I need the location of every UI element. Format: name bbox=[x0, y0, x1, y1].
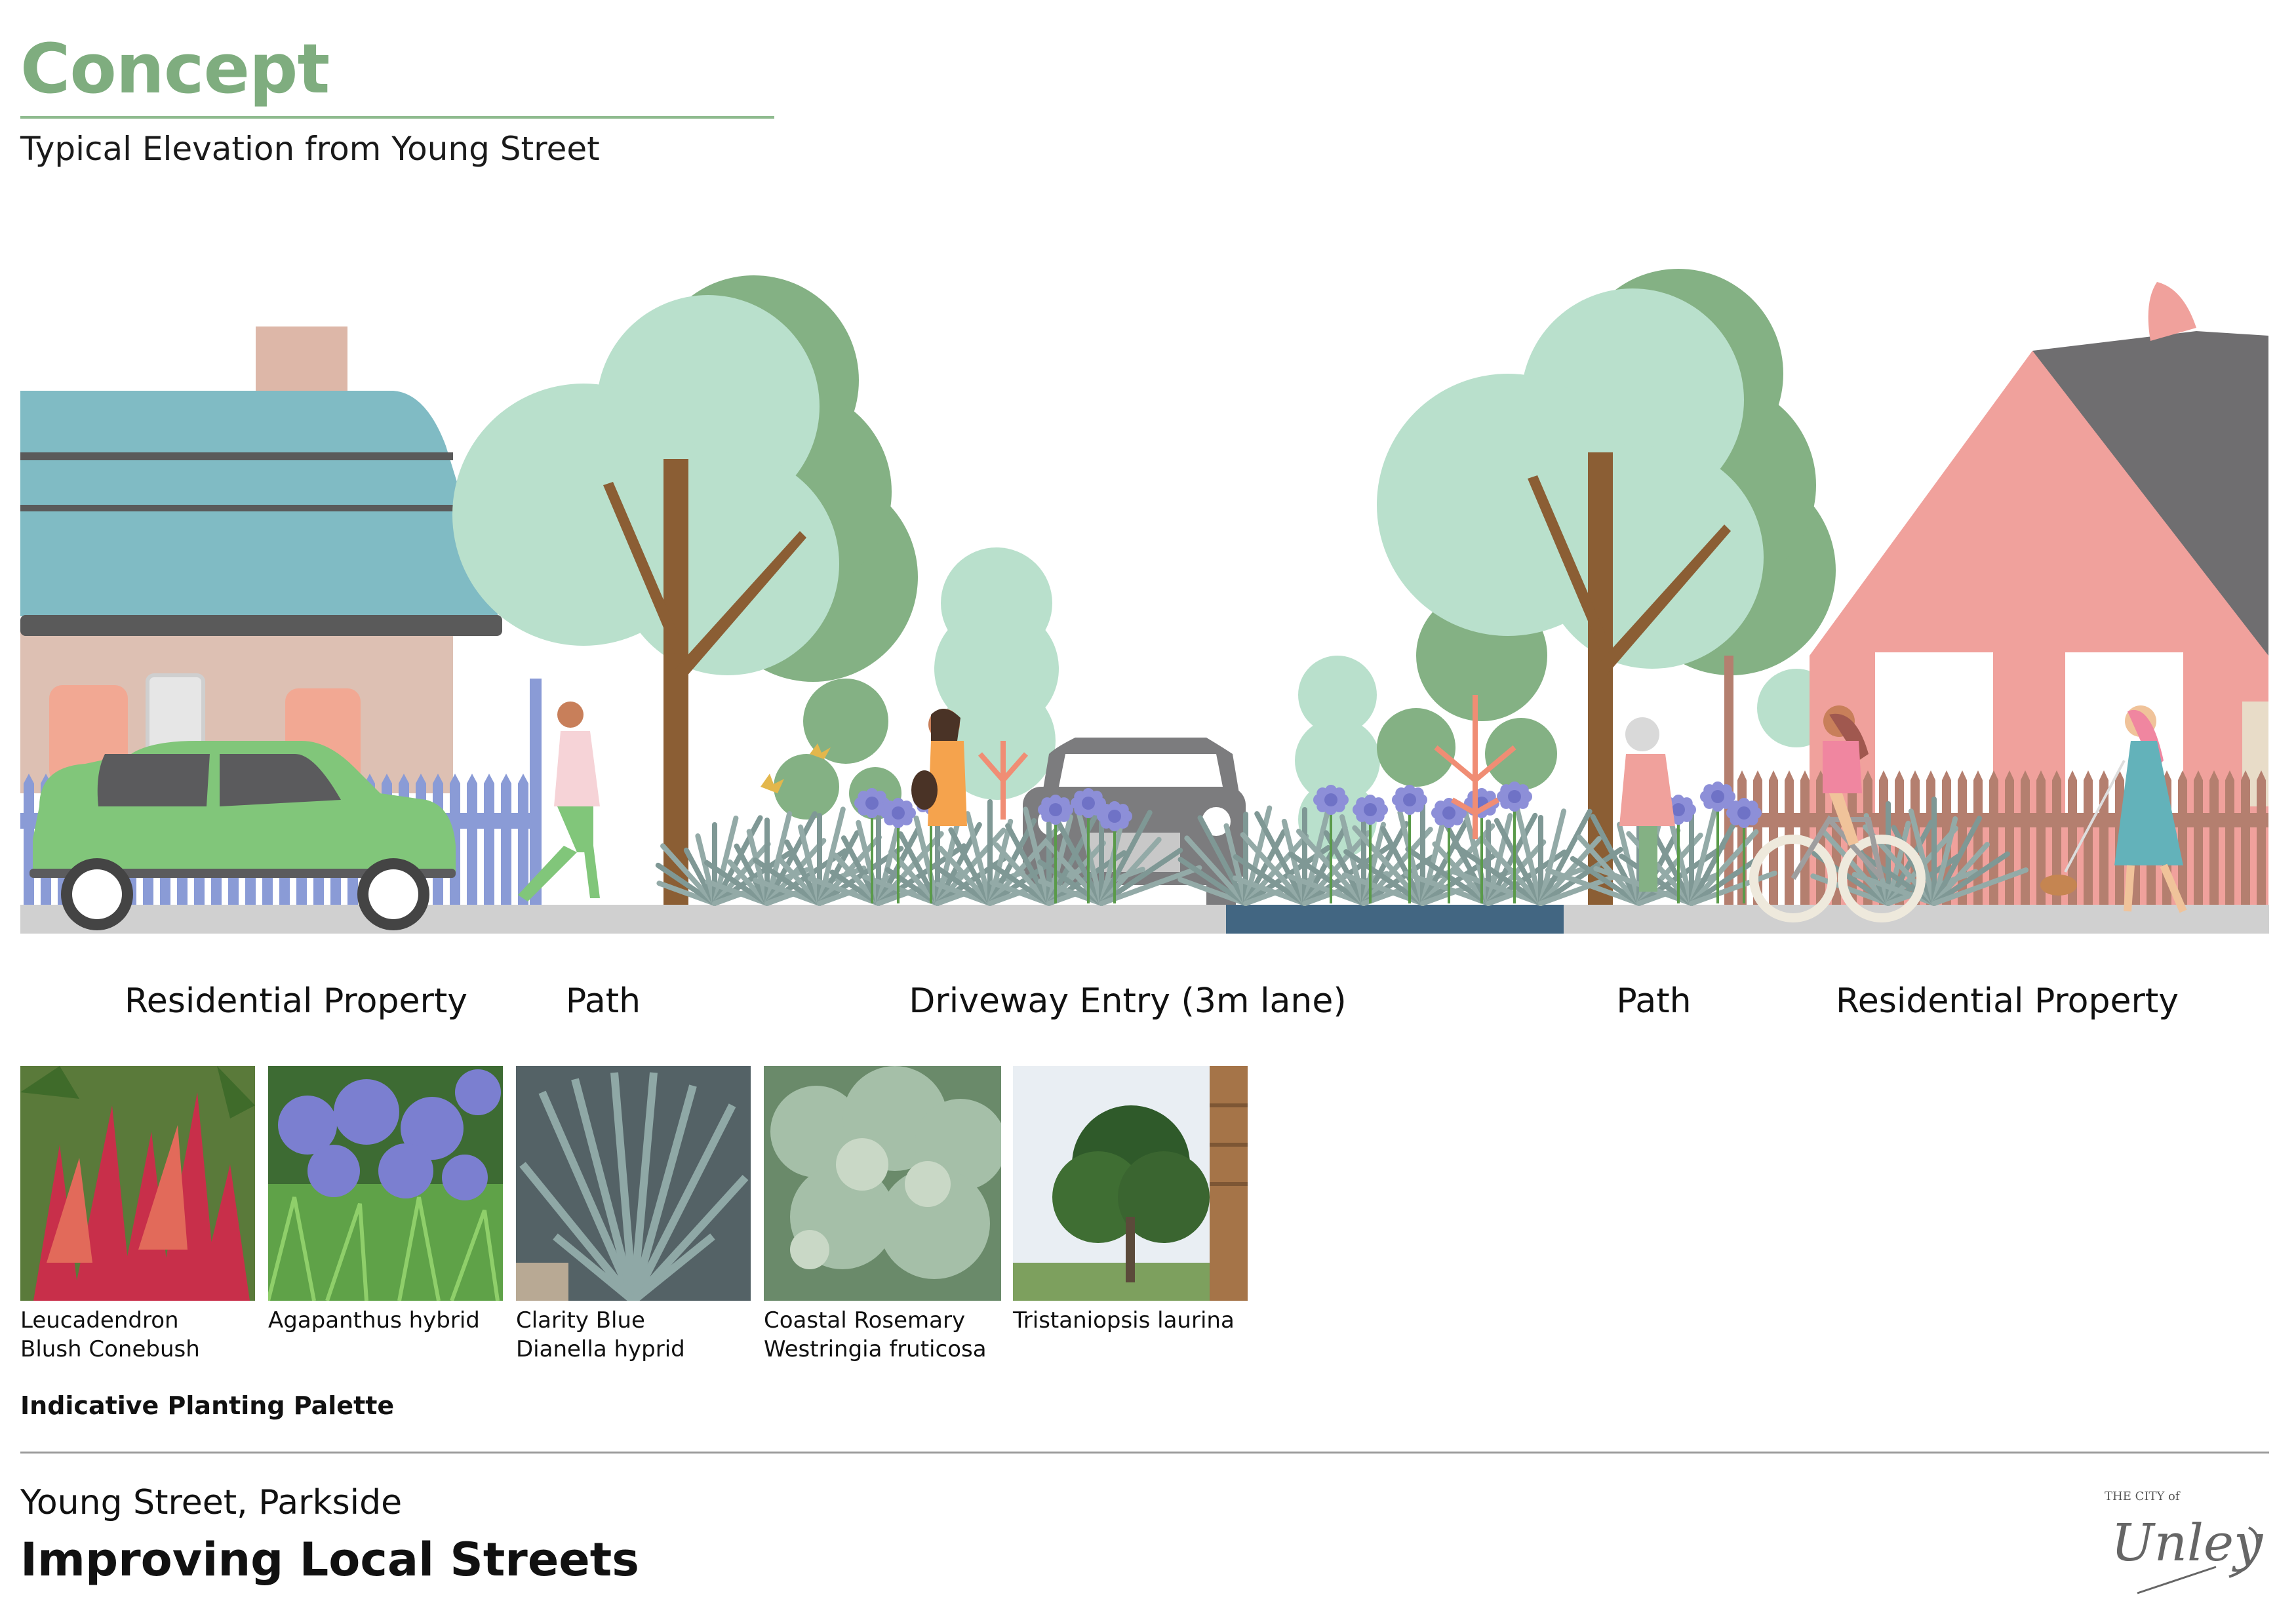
elderly-woman bbox=[1619, 717, 1675, 892]
caption-line: Leucadendron bbox=[20, 1307, 179, 1334]
left-house-roof bbox=[20, 391, 498, 616]
logo-small-text: THE CITY of bbox=[2105, 1490, 2181, 1503]
caption-line: Tristaniopsis laurina bbox=[1013, 1307, 1235, 1334]
caption-line: Agapanthus hybrid bbox=[268, 1307, 480, 1334]
caption-line: Clarity Blue bbox=[516, 1307, 645, 1334]
zone-label-path-right: Path bbox=[1616, 981, 1692, 1021]
caption-dianella: Clarity Blue Dianella hyprid bbox=[516, 1306, 685, 1364]
agapanthus-photo bbox=[268, 1066, 503, 1301]
page-subtitle: Typical Elevation from Young Street bbox=[20, 130, 600, 168]
logo-script-text: Unley bbox=[2111, 1514, 2263, 1573]
butterflies bbox=[761, 743, 831, 793]
title-divider bbox=[20, 116, 774, 119]
street-elevation-illustration bbox=[20, 269, 2269, 934]
ground-line bbox=[20, 905, 2269, 934]
left-house bbox=[20, 326, 502, 793]
left-house-chimney bbox=[256, 326, 347, 399]
caption-line: Dianella hyprid bbox=[516, 1336, 685, 1362]
zone-label-driveway: Driveway Entry (3m lane) bbox=[909, 981, 1347, 1021]
green-car bbox=[30, 741, 456, 930]
leucadendron-photo bbox=[20, 1066, 255, 1301]
driveway-lane bbox=[1226, 905, 1564, 934]
walking-man bbox=[518, 702, 600, 901]
palette-heading: Indicative Planting Palette bbox=[20, 1391, 395, 1420]
tristaniopsis-photo bbox=[1013, 1066, 1248, 1301]
left-tree bbox=[452, 275, 918, 905]
caption-line: Coastal Rosemary bbox=[764, 1307, 966, 1334]
project-title: Improving Local Streets bbox=[20, 1533, 639, 1587]
zone-label-path-left: Path bbox=[565, 981, 641, 1021]
westringia-photo bbox=[764, 1066, 1001, 1301]
page-title: Concept bbox=[20, 29, 330, 109]
caption-tristaniopsis: Tristaniopsis laurina bbox=[1013, 1306, 1235, 1335]
footer-divider bbox=[20, 1452, 2269, 1454]
cyclist bbox=[1749, 705, 1926, 922]
background-shrubs bbox=[934, 547, 1836, 859]
caption-leucadendron: Leucadendron Blush Conebush bbox=[20, 1306, 200, 1364]
zone-label-residential-right: Residential Property bbox=[1836, 981, 2179, 1021]
caption-westringia: Coastal Rosemary Westringia fruticosa bbox=[764, 1306, 987, 1364]
city-of-unley-logo: THE CITY of Unley bbox=[2105, 1490, 2263, 1594]
dianella-photo bbox=[516, 1066, 751, 1301]
coral-sprigs bbox=[978, 695, 1516, 839]
caption-agapanthus: Agapanthus hybrid bbox=[268, 1306, 480, 1335]
location-text: Young Street, Parkside bbox=[20, 1483, 403, 1522]
woman-walking-dog bbox=[2040, 705, 2187, 913]
small-dark-shrubs bbox=[774, 590, 1557, 820]
caption-line: Blush Conebush bbox=[20, 1336, 200, 1362]
caption-line: Westringia fruticosa bbox=[764, 1336, 987, 1362]
right-tree bbox=[1377, 269, 1836, 905]
zone-label-residential-left: Residential Property bbox=[125, 981, 467, 1021]
woman-with-bag bbox=[911, 709, 967, 826]
